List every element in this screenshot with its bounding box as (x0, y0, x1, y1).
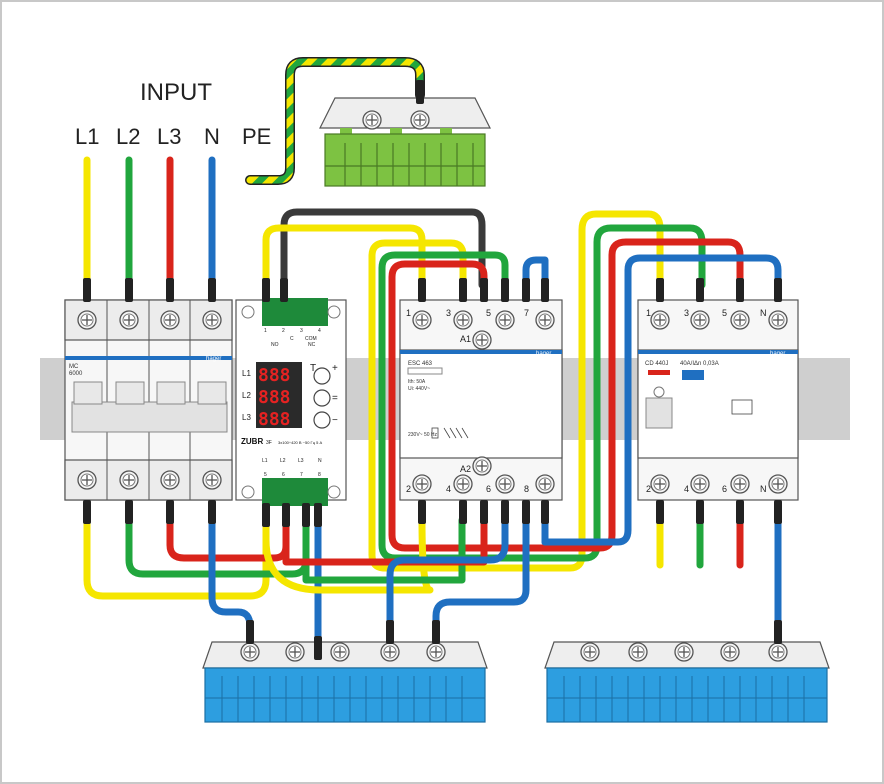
rcd-toggle[interactable] (645, 397, 673, 429)
circuit-breaker: MC 6000 hager (64, 278, 233, 524)
rcd-rating: 40A/IΔn 0,03A (680, 361, 719, 367)
breaker-rating: 6000 (69, 371, 83, 377)
input-label-l3: L3 (157, 124, 181, 149)
relay-pin-2: 2 (282, 328, 285, 334)
wire-n-crossover (541, 254, 782, 546)
rcd-top-3: 3 (684, 308, 689, 318)
relay-model-suffix: 3F (266, 440, 272, 446)
rcd-bottom-6: 6 (722, 484, 727, 494)
contactor: hager ESC 463 Ith: 50A Ui: 440V~ 230V~ 5… (399, 278, 563, 524)
contactor-coil: 230V~ 50 Hz (408, 432, 438, 438)
contactor-ith: Ith: 50A (408, 379, 426, 385)
contactor-model: ESC 463 (408, 361, 433, 367)
contactor-bottom-4: 4 (446, 484, 451, 494)
relay-phase-l1: L1 (242, 369, 251, 378)
relay-bottom-l3: L3 (298, 458, 304, 464)
wire-l1-breaker-out (83, 516, 270, 600)
wire-contactor-n-bus (386, 516, 509, 644)
contactor-brand: hager (536, 351, 551, 357)
relay-display-l3: 888 (258, 409, 291, 430)
contactor-top-7: 7 (524, 308, 529, 318)
rcd-brand: hager (770, 351, 785, 357)
relay-spec: 3x100÷420 В ~50 Гц 5 А (278, 440, 322, 445)
contactor-bottom-2: 2 (406, 484, 411, 494)
pe-terminal-block (319, 80, 491, 187)
rcd-top-5: 5 (722, 308, 727, 318)
contactor-bottom-8: 8 (524, 484, 529, 494)
wire-l1-crossover (368, 210, 664, 572)
input-title: INPUT (140, 79, 212, 106)
rcd-top-1: 1 (646, 308, 651, 318)
contactor-top-1: 1 (406, 308, 411, 318)
contactor-ui: Ui: 440V~ (408, 386, 430, 392)
relay-brand: ZUBR (241, 437, 263, 446)
rcd-bottom-n: N (760, 484, 767, 494)
relay-display-l1: 888 (258, 365, 291, 386)
input-label-l2: L2 (116, 124, 140, 149)
relay-pin-3: 3 (300, 328, 303, 334)
rcd-bottom-2: 2 (646, 484, 651, 494)
contactor-top-5: 5 (486, 308, 491, 318)
rcd-test-button[interactable] (682, 370, 704, 380)
relay-bottom-num-5: 5 (264, 472, 267, 478)
neutral-bus-2 (544, 620, 830, 723)
relay-bottom-num-8: 8 (318, 472, 321, 478)
wire-relay-bottom-l2 (302, 516, 466, 584)
relay-mark-t: T (310, 363, 316, 374)
neutral-bus-1 (202, 620, 488, 723)
relay-bottom-l1: L1 (262, 458, 268, 464)
relay-phase-l2: L2 (242, 391, 251, 400)
relay-button-down[interactable] (313, 411, 331, 429)
input-label-n: N (204, 124, 220, 149)
rcd-top-n: N (760, 308, 767, 318)
wire-relay-to-contactor (262, 224, 426, 289)
voltage-relay: 1 2 3 4 NO C COM NC L1 L2 L3 888 888 888… (235, 278, 347, 527)
input-label-pe: PE (242, 124, 271, 149)
relay-contact-nc: NC (308, 342, 316, 348)
relay-bottom-num-6: 6 (282, 472, 285, 478)
wires (83, 57, 782, 654)
relay-display-l2: 888 (258, 387, 291, 408)
relay-pin-4: 4 (318, 328, 321, 334)
input-label-l1: L1 (75, 124, 99, 149)
breaker-model: MC (69, 364, 79, 370)
rcd-bottom-4: 4 (684, 484, 689, 494)
relay-button-set[interactable] (313, 389, 331, 407)
breaker-brand: hager (206, 356, 221, 362)
relay-pin-1: 1 (264, 328, 267, 334)
wire-contactor-n-bus-2 (432, 516, 530, 644)
relay-bottom-num-7: 7 (300, 472, 303, 478)
relay-contact-no: NO (271, 342, 279, 348)
wire-control-black (280, 208, 486, 289)
relay-contact-c: C (290, 336, 294, 342)
contactor-bottom-6: 6 (486, 484, 491, 494)
relay-phase-l3: L3 (242, 413, 251, 422)
relay-mark-minus: − (332, 415, 338, 426)
relay-bottom-n: N (318, 458, 322, 464)
relay-mark-equal: = (332, 393, 338, 404)
contactor-a2: A2 (460, 464, 471, 474)
rcd: hager CD 440J 40A/IΔn 0,03A 1 3 5 N 2 4 … (637, 278, 799, 524)
contactor-top-3: 3 (446, 308, 451, 318)
relay-contact-com: COM (305, 336, 317, 342)
rcd-model: CD 440J (645, 361, 668, 367)
wire-pe (246, 58, 424, 184)
wire-relay-bottom-l3 (282, 516, 488, 566)
relay-bottom-l2: L2 (280, 458, 286, 464)
contactor-a1: A1 (460, 334, 471, 344)
relay-mark-plus: + (332, 363, 338, 374)
relay-button-up[interactable] (313, 367, 331, 385)
